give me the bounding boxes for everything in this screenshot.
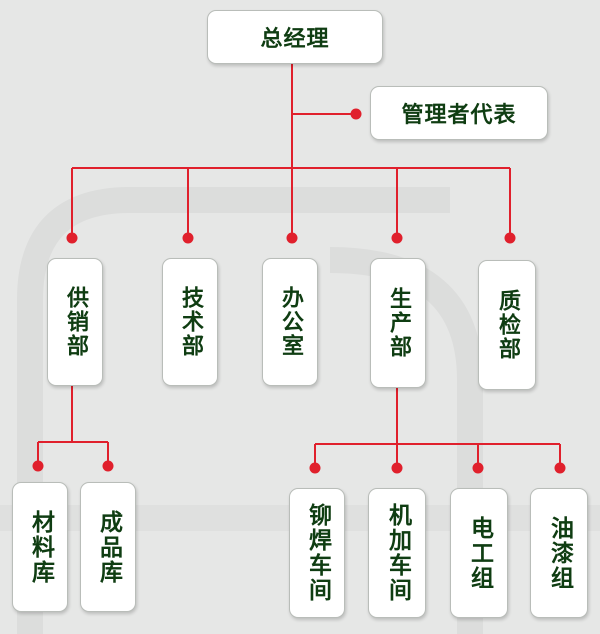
- node-materials-warehouse: 材料库: [12, 482, 68, 612]
- node-label: 质检部: [495, 289, 520, 361]
- node-technical-dept: 技术部: [162, 258, 218, 386]
- node-label: 材料库: [27, 509, 54, 585]
- node-label: 总经理: [260, 27, 330, 52]
- node-electrical-team: 电工组: [450, 488, 508, 618]
- node-general-manager: 总经理: [207, 10, 383, 64]
- node-label: 技术部: [178, 286, 203, 358]
- node-management-representative: 管理者代表: [370, 86, 548, 140]
- node-machining-workshop: 机加车间: [368, 488, 426, 618]
- node-supply-sales-dept: 供销部: [47, 258, 103, 386]
- node-label: 电工组: [466, 515, 493, 591]
- node-riveting-welding-workshop: 铆焊车间: [289, 488, 345, 618]
- node-label: 成品库: [95, 509, 122, 585]
- node-quality-inspection-dept: 质检部: [478, 260, 536, 390]
- node-label: 机加车间: [384, 503, 411, 603]
- node-label: 管理者代表: [401, 103, 517, 128]
- node-office: 办公室: [262, 258, 318, 386]
- node-label: 铆焊车间: [304, 503, 331, 603]
- node-label: 生产部: [386, 287, 411, 359]
- node-label: 供销部: [63, 286, 88, 358]
- node-label: 油漆组: [546, 515, 573, 591]
- node-label: 办公室: [278, 286, 303, 358]
- node-painting-team: 油漆组: [530, 488, 588, 618]
- node-production-dept: 生产部: [370, 258, 426, 388]
- node-finished-goods-warehouse: 成品库: [80, 482, 136, 612]
